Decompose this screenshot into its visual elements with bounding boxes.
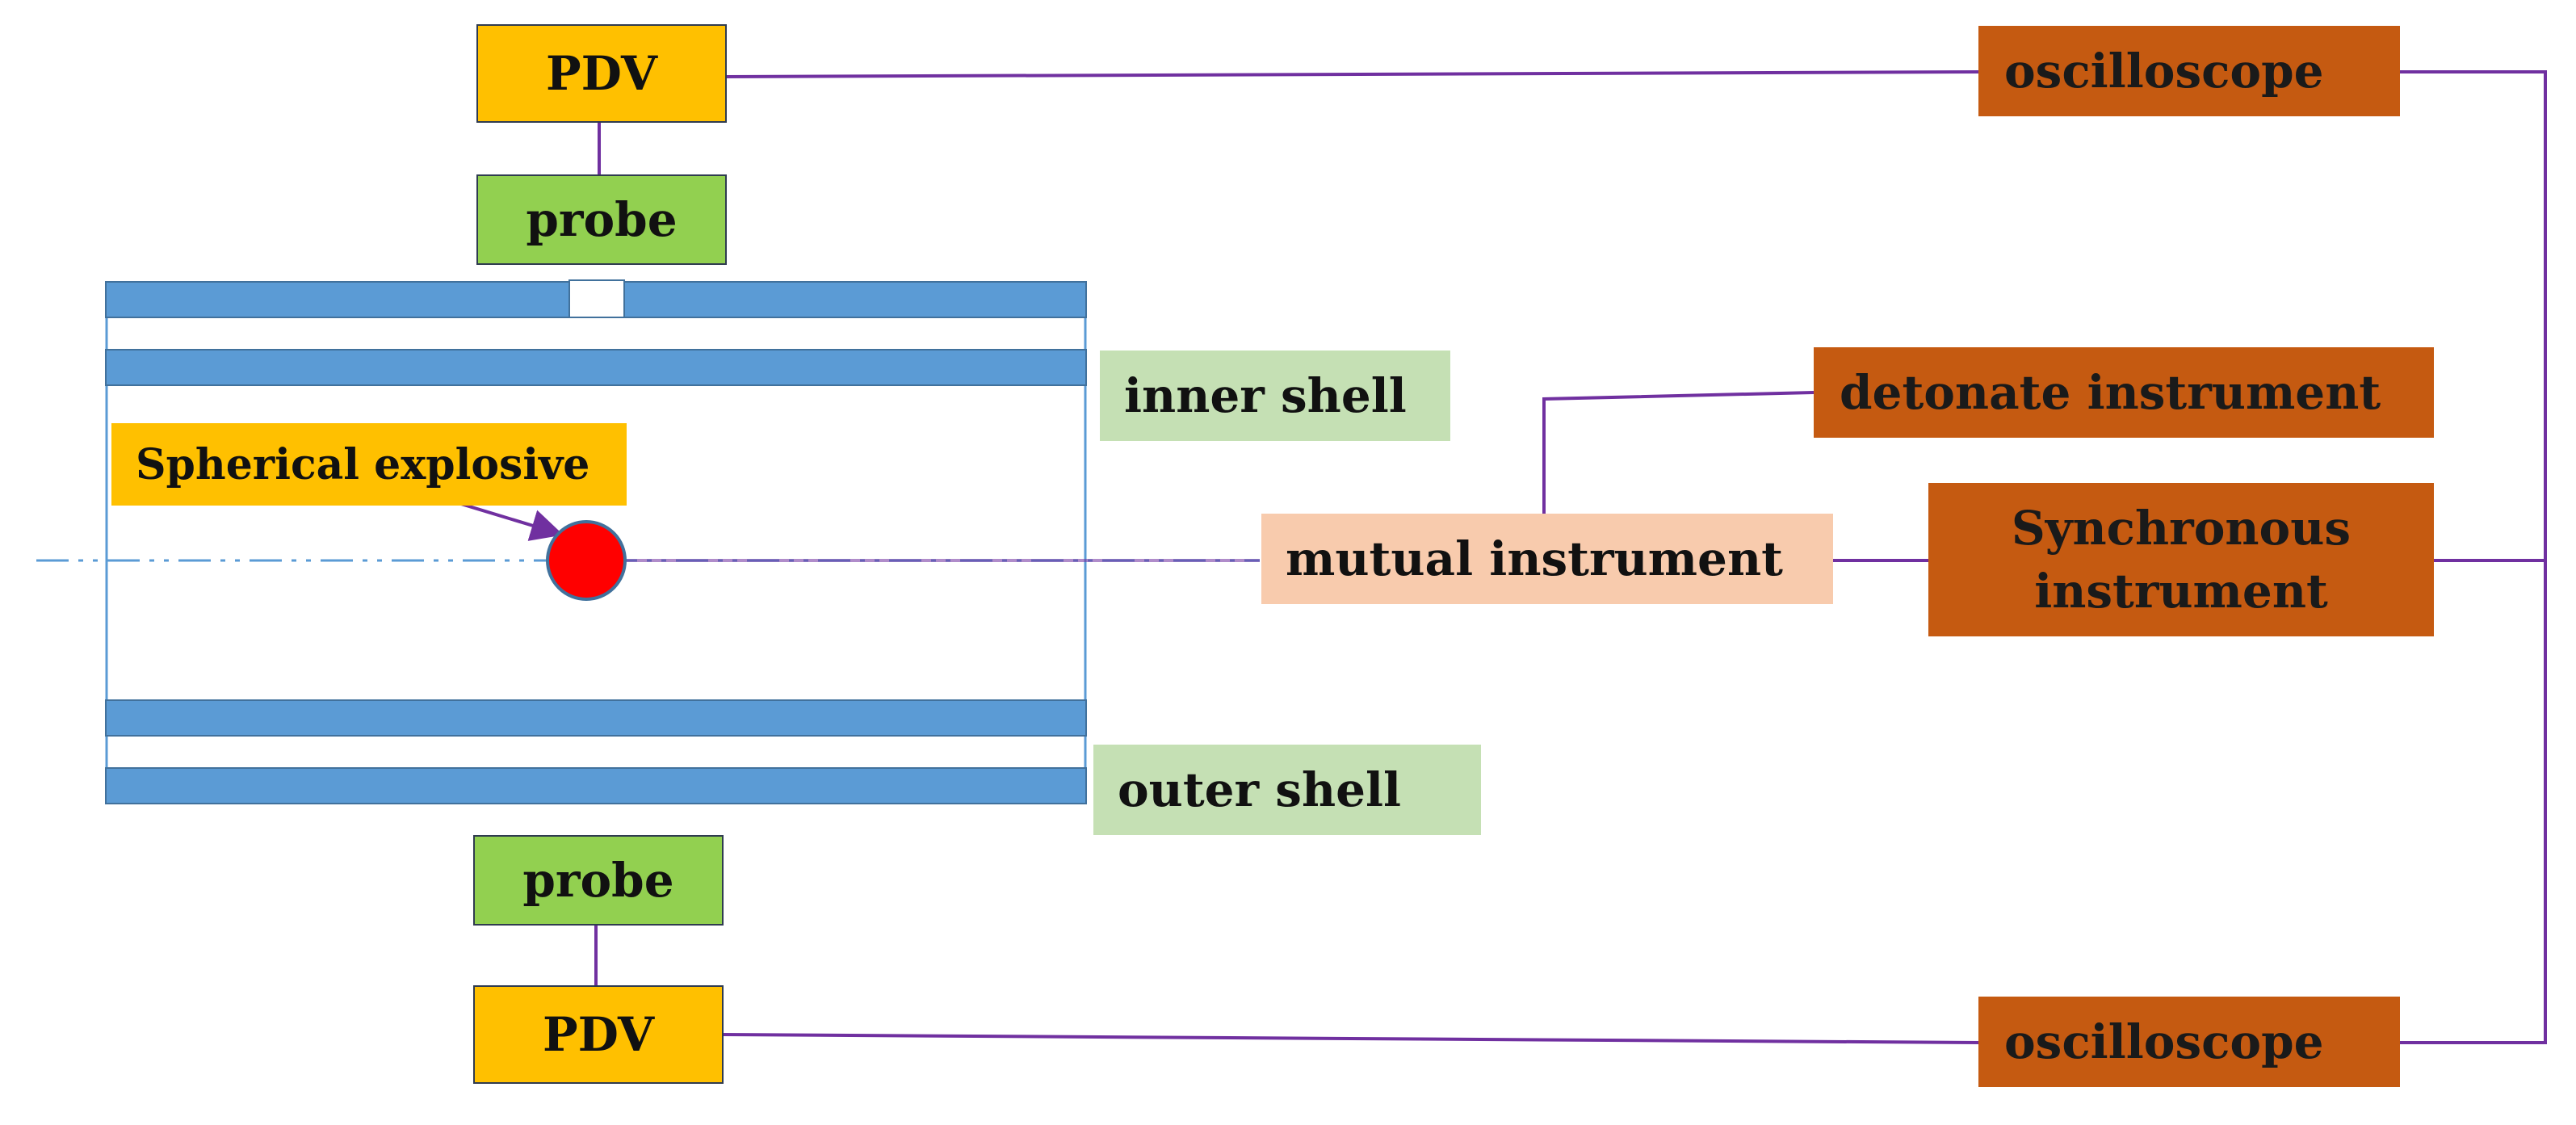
spherical-explosive-label: Spherical explosive: [111, 423, 627, 506]
synchronous-line2: instrument: [2034, 564, 2328, 619]
probe-top-box: probe: [476, 174, 727, 265]
probe-window: [568, 279, 625, 318]
inner-shell-label: inner shell: [1100, 351, 1450, 441]
oscilloscope-top-box: oscilloscope: [1978, 26, 2400, 116]
pdv-bottom-box: PDV: [473, 985, 724, 1084]
outer-plate-bottom: [105, 767, 1087, 804]
oscilloscope-bottom-box: oscilloscope: [1978, 997, 2400, 1087]
pdv-osc-top-wire: [724, 70, 1981, 78]
inner-plate-top: [105, 349, 1087, 386]
synchronous-instrument-box: Synchronous instrument: [1928, 483, 2434, 636]
synchronous-line1: Synchronous: [2011, 501, 2352, 556]
outer-shell-label: outer shell: [1093, 745, 1481, 835]
right-bus-wire: [2398, 70, 2547, 1044]
mutual-instrument-box: mutual instrument: [1261, 514, 1833, 604]
pdv-osc-bottom-wire: [720, 1033, 1981, 1044]
inner-plate-bottom: [105, 699, 1087, 737]
probe-bottom-box: probe: [473, 835, 724, 926]
detonate-instrument-box: detonate instrument: [1814, 347, 2434, 438]
explosive-sphere: [546, 520, 627, 601]
pdv-top-box: PDV: [476, 24, 727, 123]
mutual-detonate-wire: [1542, 391, 1815, 514]
